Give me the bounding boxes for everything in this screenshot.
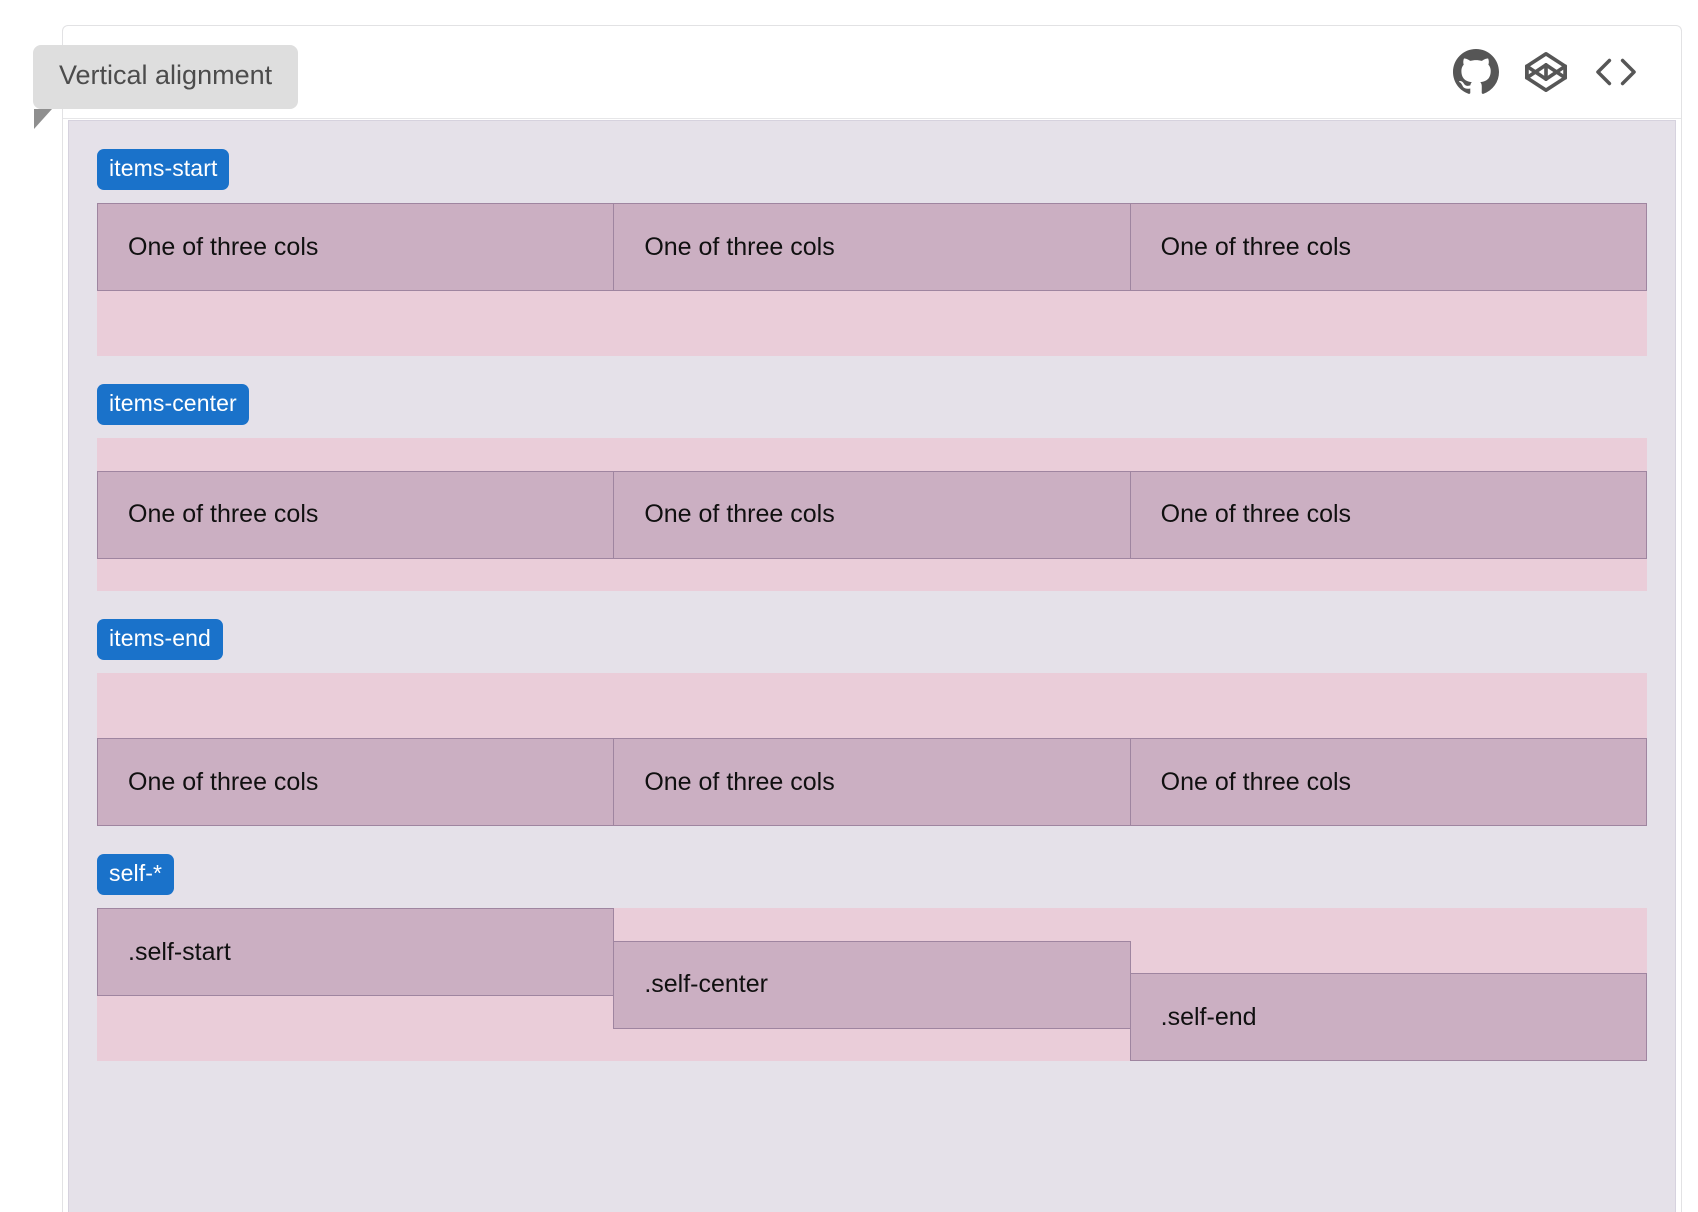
row-items-start: One of three cols One of three cols One … [97,203,1647,356]
badge-row-items-start: items-start [97,121,1647,203]
badge-self[interactable]: self-* [97,854,175,895]
badge-items-start[interactable]: items-start [97,149,230,190]
badge-items-end[interactable]: items-end [97,619,223,660]
row-self: .self-start .self-center .self-end [97,908,1647,1061]
col-items-start-3: One of three cols [1129,203,1647,291]
col-items-start-2: One of three cols [613,203,1131,291]
col-items-end-2: One of three cols [613,738,1131,826]
col-items-center-2: One of three cols [613,470,1131,559]
demo-surface: items-start One of three cols One of thr… [68,120,1676,1212]
col-items-center-1: One of three cols [97,470,615,559]
col-items-start-1: One of three cols [97,203,615,291]
badge-items-center[interactable]: items-center [97,384,249,425]
title-chip-label: Vertical alignment [59,60,273,90]
code-brackets-icon[interactable] [1581,42,1651,102]
row-items-center: One of three cols One of three cols One … [97,438,1647,591]
col-self-center: .self-center [613,940,1131,1029]
github-icon[interactable] [1441,42,1511,102]
col-self-end: .self-end [1129,973,1647,1061]
badge-row-self: self-* [97,826,1647,908]
col-items-center-3: One of three cols [1129,470,1647,559]
badge-row-items-end: items-end [97,591,1647,673]
title-chip: Vertical alignment [33,45,299,129]
title-chip-tail [34,108,52,129]
panel-header: Vertical alignment [33,26,1681,129]
row-items-end: One of three cols One of three cols One … [97,673,1647,826]
col-items-end-3: One of three cols [1129,738,1647,826]
codepen-icon[interactable] [1511,42,1581,102]
col-self-start: .self-start [97,908,615,996]
example-panel: Vertical alignment [33,25,1682,1212]
badge-row-items-center: items-center [97,356,1647,438]
col-items-end-1: One of three cols [97,738,615,826]
